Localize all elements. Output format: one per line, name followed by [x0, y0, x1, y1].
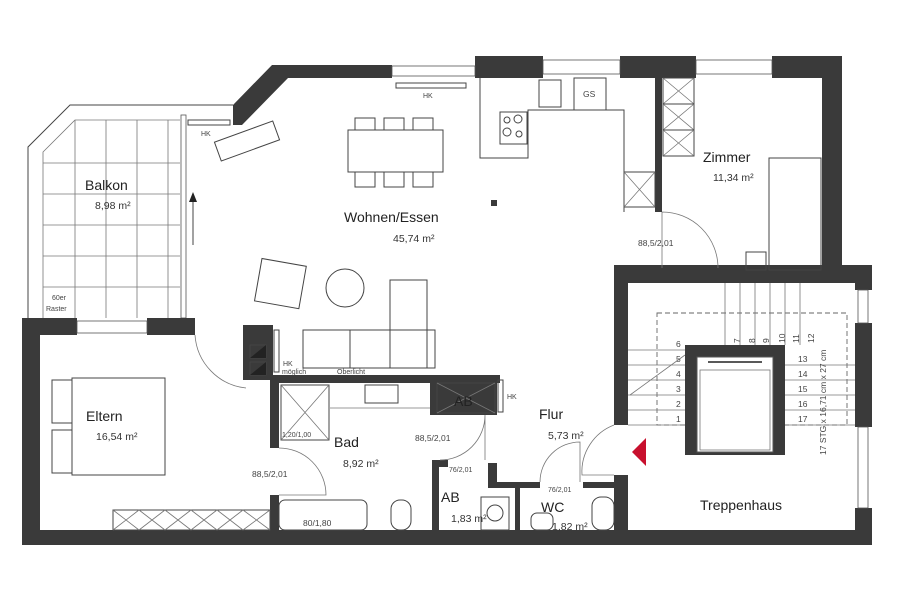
bathtub — [278, 499, 368, 531]
kitchen-sink — [538, 79, 562, 108]
moeglich-label: möglich — [282, 369, 306, 376]
hk-label: HK — [507, 394, 517, 401]
room-name-flur: Flur — [539, 406, 563, 422]
walls — [22, 56, 872, 545]
ab-cabinet-label: AB — [454, 393, 473, 409]
grid-note: 60er — [52, 295, 67, 302]
room-name-wohnen: Wohnen/Essen — [344, 209, 439, 225]
room-area-eltern: 16,54 m² — [96, 431, 138, 443]
room-name-bad: Bad — [334, 434, 359, 450]
balcony-tile-grid — [43, 120, 180, 318]
svg-text:10: 10 — [777, 333, 787, 343]
grid-note: Raster — [46, 306, 67, 313]
room-name-wc: WC — [541, 499, 564, 515]
zimmer-wardrobe — [662, 77, 695, 157]
room-area-zimmer: 11,34 m² — [713, 172, 754, 184]
nightstand — [745, 251, 767, 271]
shower — [280, 384, 330, 441]
svg-text:14: 14 — [798, 369, 808, 379]
room-name-treppenhaus: Treppenhaus — [700, 497, 782, 513]
svg-text:1: 1 — [676, 414, 681, 424]
shower-size: 1,20/1,00 — [282, 432, 311, 439]
svg-text:6: 6 — [676, 339, 681, 349]
room-area-wc: 1,82 m² — [552, 521, 588, 533]
svg-text:16: 16 — [798, 399, 808, 409]
room-name-eltern: Eltern — [86, 408, 123, 424]
door-size-bad: 88,5/2,01 — [415, 433, 451, 443]
door-size-zimmer: 88,5/2,01 — [638, 238, 674, 248]
svg-text:7: 7 — [732, 338, 742, 343]
door-size-wc: 76/2,01 — [548, 487, 571, 494]
room-name-balkon: Balkon — [85, 177, 128, 193]
hk-label: HK — [283, 361, 293, 368]
stair-spec: 17 STG x 16,71 cm x 27 cm — [818, 350, 828, 455]
sofa-chaise — [389, 279, 428, 369]
oberlicht-label: Oberlicht — [337, 369, 365, 376]
room-name-zimmer: Zimmer — [703, 149, 751, 165]
room-area-bad: 8,92 m² — [343, 458, 379, 470]
furniture — [51, 77, 822, 531]
svg-text:3: 3 — [676, 384, 681, 394]
eltern-bed — [71, 377, 166, 476]
washing-machine — [480, 496, 510, 531]
eltern-wardrobe — [112, 509, 271, 531]
room-area-wohnen: 45,74 m² — [393, 233, 435, 245]
zimmer-bed — [768, 157, 822, 271]
room-area-ab: 1,83 m² — [451, 513, 487, 525]
room-name-ab: AB — [441, 489, 460, 505]
dishwasher — [573, 77, 607, 111]
dining-table — [347, 129, 444, 173]
radiators — [187, 82, 504, 413]
room-area-flur: 5,73 m² — [548, 430, 584, 442]
svg-text:8: 8 — [747, 338, 757, 343]
balcony-door — [180, 114, 187, 319]
wc-sink — [591, 496, 615, 531]
svg-text:5: 5 — [676, 354, 681, 364]
svg-text:15: 15 — [798, 384, 808, 394]
bathtub-size: 80/1,80 — [303, 518, 332, 528]
sideboard — [213, 120, 281, 162]
wc-toilet — [530, 512, 554, 531]
dishwasher-label: GS — [583, 89, 596, 99]
svg-text:12: 12 — [806, 333, 816, 343]
cooktop — [499, 111, 528, 145]
hk-label: HK — [201, 131, 211, 138]
direction-arrow-icon — [189, 192, 197, 245]
svg-text:2: 2 — [676, 399, 681, 409]
door-size-ab: 76/2,01 — [449, 467, 472, 474]
svg-text:17: 17 — [798, 414, 808, 424]
bathroom-sink — [364, 384, 399, 404]
room-area-balkon: 8,98 m² — [95, 200, 131, 212]
svg-text:11: 11 — [791, 334, 801, 343]
svg-text:9: 9 — [761, 338, 771, 343]
svg-text:13: 13 — [798, 354, 808, 364]
coffee-table — [325, 268, 365, 308]
svg-text:4: 4 — [676, 369, 681, 379]
doors — [194, 211, 719, 496]
staircase — [628, 283, 855, 466]
windows — [76, 59, 869, 509]
ab-cabinet — [436, 382, 496, 414]
stair-step-numbers: 1 2 3 4 5 6 7 8 9 10 11 12 13 14 15 16 1… — [676, 333, 816, 424]
kitchen-cabinet — [623, 171, 656, 208]
armchair — [253, 257, 307, 310]
hk-label: HK — [423, 93, 433, 100]
sofa — [302, 329, 436, 369]
column — [491, 200, 497, 206]
toilet — [390, 499, 412, 531]
door-size-eltern: 88,5/2,01 — [252, 469, 288, 479]
entrance-marker — [632, 438, 646, 466]
